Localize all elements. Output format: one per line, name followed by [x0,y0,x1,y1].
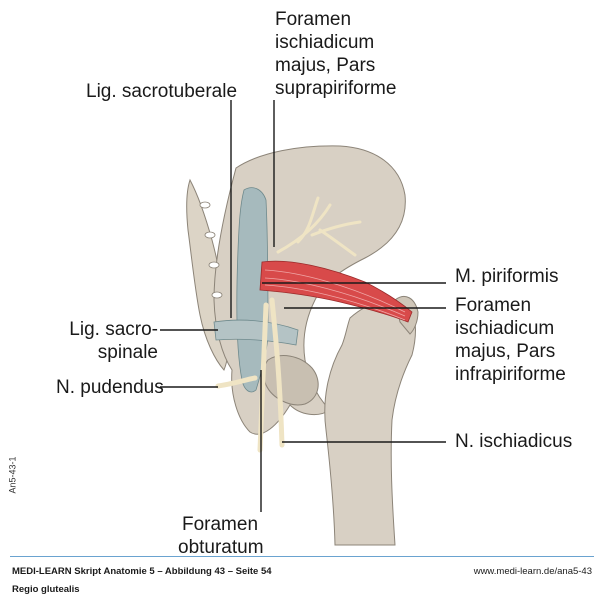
label-foramen-suprapiriforme: Foramen ischiadicum majus, Pars suprapir… [275,9,397,99]
figure-code: An5-43-1 [7,456,18,494]
pudendal-nerve [215,375,258,389]
label-lig-sacrotuberale: Lig. sacrotuberale [86,81,238,102]
footer-divider [10,556,594,557]
label-foramen-obturatum: Foramen obturatum [178,514,264,558]
label-lig-sacrospinale: Lig. sacro- spinale [69,319,158,363]
leader-lines [160,100,446,512]
footer-title: MEDI-LEARN Skript Anatomie 5 – Abbildung… [12,566,272,577]
label-m-piriformis: M. piriformis [455,266,559,287]
sacral-foramina [199,201,223,299]
piriformis-shape [259,260,413,323]
footer-url: www.medi-learn.de/ana5-43 [473,566,592,577]
label-n-pudendus: N. pudendus [56,377,164,398]
footer-subtitle: Regio glutealis [12,584,80,595]
lig-sacrotuberale-shape [236,187,269,393]
superior-gluteal-nerve [276,196,362,257]
label-n-ischiadicus: N. ischiadicus [455,431,573,452]
label-foramen-infrapiriforme: Foramen ischiadicum majus, Pars infrapir… [455,295,566,385]
femur [324,299,416,546]
